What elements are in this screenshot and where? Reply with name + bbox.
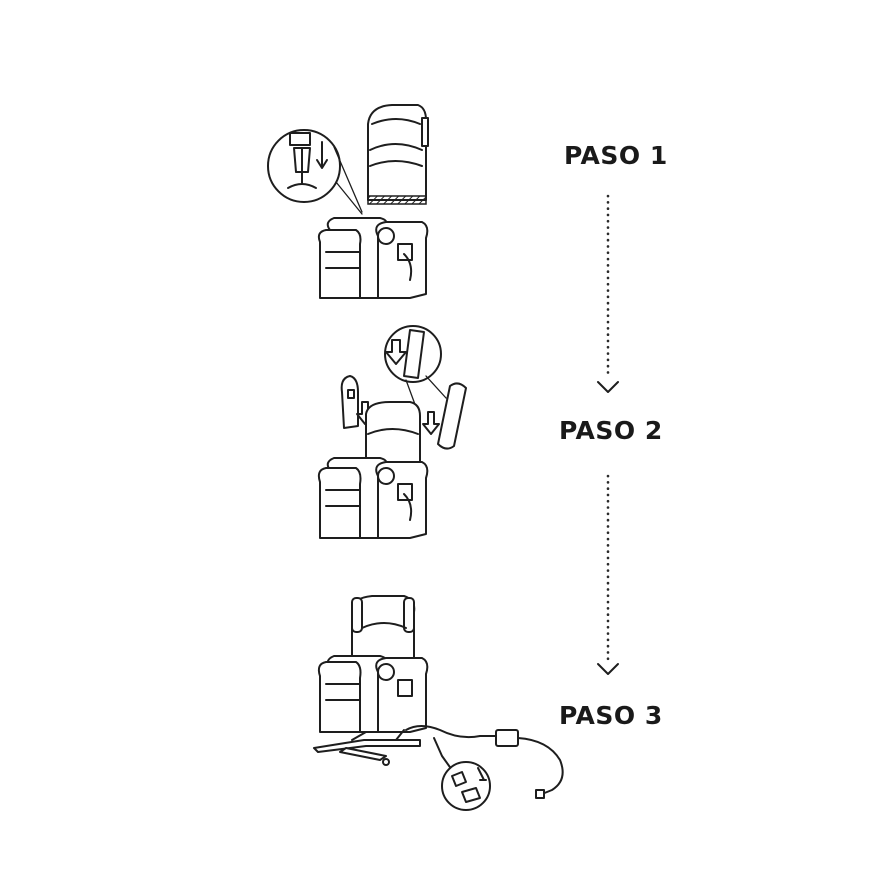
step2-chair [317, 401, 429, 539]
step3-illustration [313, 595, 564, 811]
step-3-label: PASO 3 [559, 701, 663, 730]
step3-lift-base [313, 729, 421, 766]
step-1-label: PASO 1 [564, 141, 668, 170]
step1-detail-circle [267, 129, 363, 215]
step1-chair [317, 217, 429, 299]
step2-right-armpad [422, 382, 467, 450]
step-2-label: PASO 2 [559, 416, 663, 445]
arrow-step1-to-step2 [597, 194, 619, 393]
step3-chair [317, 595, 429, 733]
arrow-step2-to-step3 [597, 474, 619, 675]
step1-illustration [267, 104, 429, 299]
step3-power-cable [405, 725, 564, 799]
step2-illustration [317, 325, 467, 539]
step1-backrest [367, 104, 429, 205]
step3-detail-circle [441, 761, 491, 811]
step2-detail-circle [384, 325, 447, 419]
step2-left-armpad [340, 375, 374, 429]
